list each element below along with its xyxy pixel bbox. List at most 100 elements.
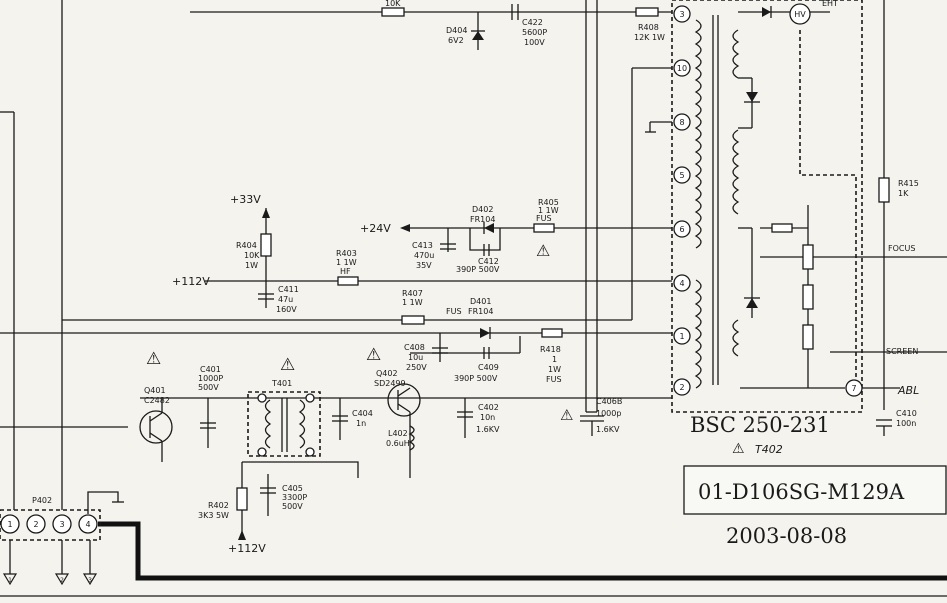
r408-value: 12K 1W [634, 33, 665, 42]
q402-type: SD2499 [374, 379, 406, 388]
q401-ref: Q401 [144, 386, 166, 395]
c402-value: 10n [480, 413, 495, 422]
pin-label: 7 [851, 384, 856, 393]
r404-ref: R404 [236, 241, 257, 250]
connector-pin: 1 [7, 520, 12, 529]
c404-value: 1n [356, 419, 366, 428]
q401-type: C2482 [144, 396, 170, 405]
c406-ref: C406B [596, 397, 622, 406]
eht-label: EHT [822, 0, 838, 8]
r403-ref: R403 [336, 249, 357, 258]
pin-label: 2 [679, 383, 684, 392]
warning-icon: ⚠ [536, 241, 550, 260]
q402-ref: Q402 [376, 369, 398, 378]
c409-value: 390P 500V [454, 374, 498, 383]
r407-ref: R407 [402, 289, 423, 298]
c411-value: 47u [278, 295, 293, 304]
c408-value: 10u [408, 353, 423, 362]
r407-value: 1 1W [402, 298, 423, 307]
c401-ref: C401 [200, 365, 221, 374]
connector-pin: 3 [59, 520, 64, 529]
c413-voltage: 35V [416, 261, 432, 270]
warning-icon: ⚠ [732, 441, 745, 457]
screen-label: SCREEN [886, 347, 918, 356]
c422-value: 5600P [522, 28, 547, 37]
pin-label: HV [794, 10, 806, 19]
c401-voltage: 500V [198, 383, 219, 392]
r402-ref: R402 [208, 501, 229, 510]
r418-type: FUS [546, 375, 562, 384]
abl-label: ABL [897, 384, 919, 397]
pin-label: 10 [677, 64, 687, 73]
flyback-transformer [671, 0, 863, 413]
connector-bottom-pin: 3 [88, 577, 92, 584]
c413-ref: C413 [412, 241, 433, 250]
r404-value: 10K [244, 251, 260, 260]
r405-type: FUS [536, 214, 552, 223]
warning-icon: ⚠ [280, 355, 295, 375]
c408-voltage: 250V [406, 363, 427, 372]
d404-ref: D404 [446, 26, 467, 35]
c406-value: 1000p [596, 409, 621, 418]
c402-voltage: 1.6KV [476, 425, 500, 434]
r418-value: 1 [552, 355, 557, 364]
r402-value: 3K3 5W [198, 511, 229, 520]
c411-ref: C411 [278, 285, 299, 294]
connector-ref: P402 [32, 496, 52, 505]
transformer-pins: 3 10 8 5 6 4 1 2 7 HV [673, 3, 863, 397]
d404-value: 6V2 [448, 36, 464, 45]
r405-ref: R405 [538, 198, 559, 207]
r408-ref: R408 [638, 23, 659, 32]
supply-33v: +33V [230, 193, 261, 206]
title-block [683, 465, 947, 515]
connector-bottom-pin: 1 [8, 577, 12, 584]
r415-value: 1K [898, 189, 909, 198]
pin-label: 4 [679, 279, 684, 288]
supply-112v-drive: +112V [228, 542, 266, 555]
warning-icon: ⚠ [146, 349, 161, 369]
c422-voltage: 100V [524, 38, 545, 47]
warning-icon: ⚠ [366, 345, 381, 365]
d402-type: FR104 [470, 215, 495, 224]
l402-value: 0.6uH [386, 439, 410, 448]
c408-ref: C408 [404, 343, 425, 352]
connector-pin: 2 [33, 520, 38, 529]
c409-ref: C409 [478, 363, 499, 372]
t401-ref: T401 [271, 379, 292, 388]
revision-date: 2003-08-08 [726, 524, 847, 548]
r405-value: 1 1W [538, 206, 559, 215]
c412-ref: C412 [478, 257, 499, 266]
c405-voltage: 500V [282, 502, 303, 511]
warning-icon: ⚠ [560, 406, 573, 424]
pin-label: 5 [679, 171, 684, 180]
r403-value: 1 1W [336, 258, 357, 267]
transformer-ref: T402 [755, 443, 783, 456]
supply-112v: +112V [172, 275, 210, 288]
d401-ref: D401 [470, 297, 491, 306]
c405-value: 3300P [282, 493, 307, 502]
c410-ref: C410 [896, 409, 917, 418]
pin-label: 1 [679, 332, 684, 341]
r418-power: 1W [548, 365, 561, 374]
c410-value: 100n [896, 419, 916, 428]
c422-ref: C422 [522, 18, 543, 27]
pin-label: 8 [679, 118, 684, 127]
transformer-model: BSC 250-231 [690, 413, 830, 437]
c405-ref: C405 [282, 484, 303, 493]
top-resistor-value: 10K [385, 0, 401, 8]
l402-ref: L402 [388, 429, 408, 438]
d401-type: FR104 [468, 307, 493, 316]
c411-voltage: 160V [276, 305, 297, 314]
c402-ref: C402 [478, 403, 499, 412]
r403-type: HF [340, 267, 351, 276]
c401-value: 1000P [198, 374, 223, 383]
connector-pin: 4 [85, 520, 90, 529]
r415-ref: R415 [898, 179, 919, 188]
c404-ref: C404 [352, 409, 373, 418]
r404-power: 1W [245, 261, 258, 270]
r407-type: FUS [446, 307, 462, 316]
pin-label: 3 [679, 10, 684, 19]
d402-ref: D402 [472, 205, 493, 214]
pin-label: 6 [679, 225, 684, 234]
